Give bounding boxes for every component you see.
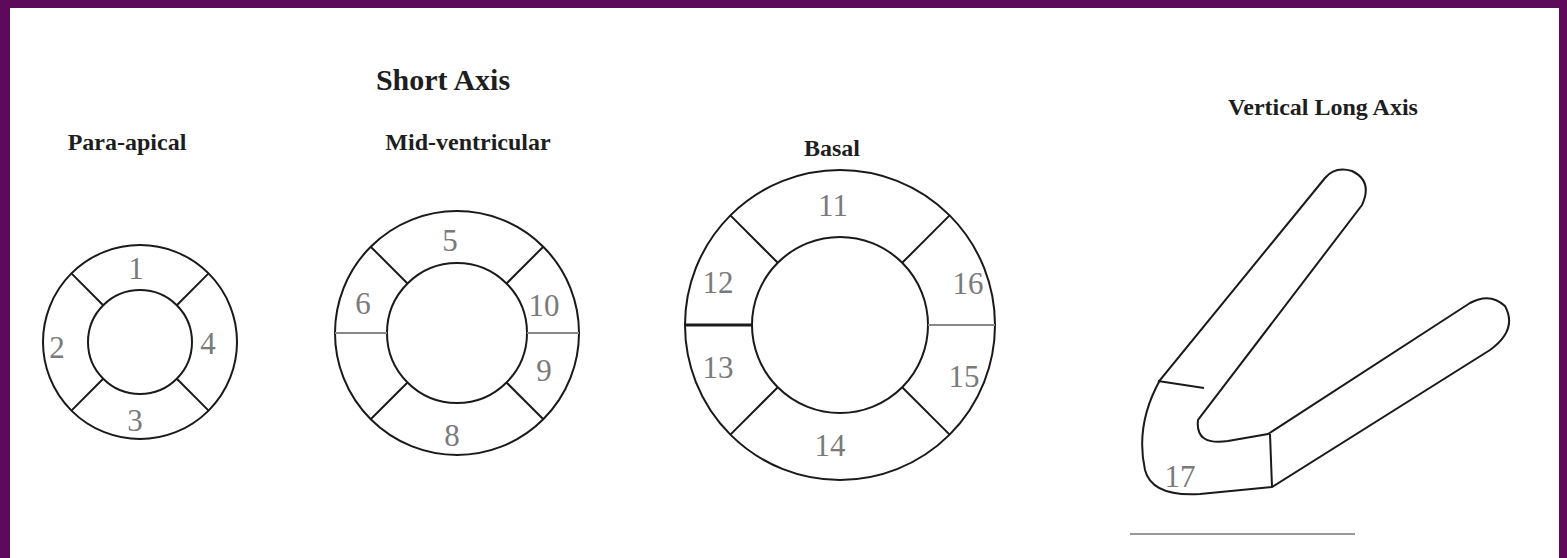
segment-number: 2 <box>49 332 65 363</box>
view-title: Para-apical <box>68 130 187 154</box>
segment-number: 5 <box>442 225 458 256</box>
view-title: Mid-ventricular <box>385 130 550 154</box>
segment-number: 14 <box>815 430 846 461</box>
segment-number: 6 <box>355 288 371 319</box>
segment-number: 9 <box>536 355 552 386</box>
view-title: Vertical Long Axis <box>1228 95 1418 119</box>
segment-number: 17 <box>1165 461 1196 492</box>
segment-number: 11 <box>818 190 848 221</box>
segment-number: 13 <box>703 352 734 383</box>
segment-number: 12 <box>703 267 734 298</box>
view-title: Short Axis <box>376 65 510 95</box>
segment-number: 4 <box>200 328 216 359</box>
segment-number: 15 <box>949 361 980 392</box>
segment-number: 3 <box>127 405 143 436</box>
segment-number: 10 <box>529 290 560 321</box>
view-title: Basal <box>804 136 860 160</box>
segment-number: 16 <box>953 268 984 299</box>
segment-number: 8 <box>444 420 460 451</box>
segment-number: 1 <box>128 253 144 284</box>
